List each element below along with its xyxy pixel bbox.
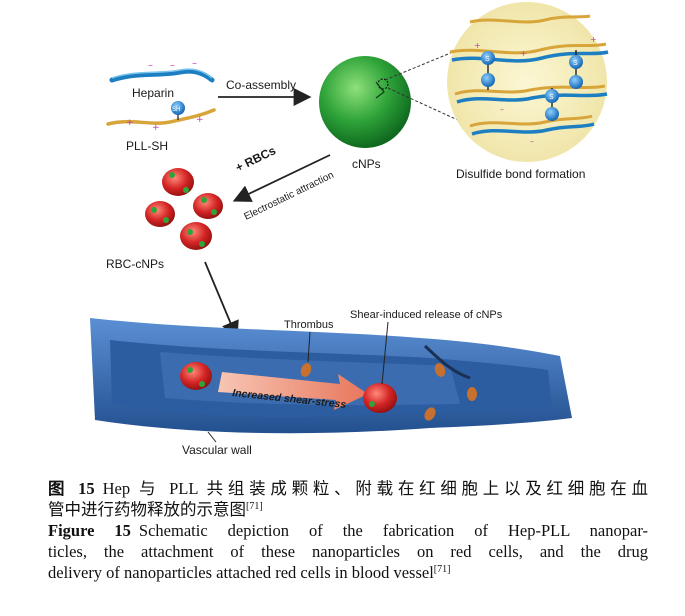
svg-text:+: + — [196, 115, 204, 125]
cnps-label: cNPs — [352, 157, 381, 171]
caption-en-text3: delivery of nanoparticles attached red c… — [48, 563, 434, 582]
sh-group-icon — [171, 101, 185, 115]
caption-en-line3: delivery of nanoparticles attached red c… — [48, 562, 648, 583]
sulfur-label: S — [485, 56, 490, 63]
electrostatic-label: Electrostatic attraction — [242, 170, 335, 223]
shear-stress-arrow — [218, 372, 368, 410]
heparin-label: Heparin — [132, 86, 174, 100]
heparin-strand: – – – — [109, 58, 215, 83]
caption-cn-label: 图 15 — [48, 479, 95, 498]
caption-en-line2: ticles, the attachment of these nanopart… — [48, 541, 648, 562]
sulfur-atom-icon — [569, 75, 583, 89]
thrombus-leader — [307, 331, 311, 363]
disulfide-label: Disulfide bond formation — [456, 167, 585, 181]
caption-cn-line2: 管中进行药物释放的示意图[71] — [48, 499, 648, 520]
svg-text:+: + — [520, 49, 527, 58]
sulfur-atom-icon — [545, 107, 559, 121]
vessel-rbc — [180, 362, 212, 390]
inset-connector-bottom — [387, 87, 463, 123]
pll-sh-strand: + + + — [106, 101, 216, 133]
rbc-cnp-cluster — [145, 168, 223, 250]
cnp-sphere — [319, 56, 411, 148]
svg-text:–: – — [500, 105, 504, 114]
shear-release-label: Shear-induced release of cNPs — [350, 309, 503, 321]
pll-sh-label: PLL-SH — [126, 139, 168, 153]
sulfur-atom-icon — [569, 55, 583, 69]
sulfur-label: S — [549, 94, 554, 101]
release-leader — [381, 321, 389, 385]
sulfur-label: S — [573, 60, 578, 67]
caption-cn-ref: [71] — [246, 501, 263, 512]
svg-text:–: – — [530, 137, 534, 146]
caption-en-ref: [71] — [433, 564, 451, 575]
vascular-wall-leader — [207, 431, 217, 443]
vascular-wall-label: Vascular wall — [182, 443, 252, 457]
caption-en-line1: Figure 15 Schematic depiction of the fabr… — [48, 520, 648, 541]
sh-label: SH — [172, 107, 180, 113]
caption-en-text2: ticles, the attachment of these nanopart… — [48, 542, 648, 561]
blood-vessel — [90, 318, 572, 434]
caption-en-text1: Schematic depiction of the fabrication o… — [138, 521, 648, 540]
figure-caption: 图 15 Hep 与 PLL 共组装成颗粒、附载在红细胞上以及红细胞在血 管中进行… — [48, 478, 648, 583]
vessel-rbc-releasing — [363, 383, 397, 413]
figure-illustration: – – – Heparin + + + SH PLL-SH Co-assembl… — [90, 2, 609, 457]
svg-text:+: + — [590, 35, 597, 44]
svg-text:–: – — [148, 60, 153, 71]
delivery-arrow — [204, 261, 239, 340]
plus-rbcs-label: + RBCs — [233, 143, 278, 175]
caption-en-label: Figure 15 — [48, 521, 131, 540]
svg-text:+: + — [474, 41, 481, 50]
thrombus-label: Thrombus — [284, 319, 334, 331]
svg-text:+: + — [126, 118, 134, 128]
thrombus-flakes — [300, 363, 477, 421]
sulfur-atom-icon — [545, 89, 559, 103]
caption-cn-text2: 管中进行药物释放的示意图 — [48, 500, 246, 519]
rbc-cnps-label: RBC-cNPs — [106, 257, 164, 271]
sulfur-atom-icon — [481, 51, 495, 65]
svg-text:+: + — [152, 123, 160, 133]
svg-text:–: – — [192, 58, 197, 69]
sulfur-atom-icon — [481, 73, 495, 87]
electrostatic-arrow — [232, 154, 331, 202]
disulfide-inset: + + + – – — [447, 2, 609, 162]
co-assembly-label: Co-assembly — [226, 78, 296, 92]
svg-text:–: – — [170, 60, 175, 71]
caption-cn-text: Hep 与 PLL 共组装成颗粒、附载在红细胞上以及红细胞在血 — [102, 479, 648, 498]
caption-cn-line1: 图 15 Hep 与 PLL 共组装成颗粒、附载在红细胞上以及红细胞在血 — [48, 478, 648, 499]
